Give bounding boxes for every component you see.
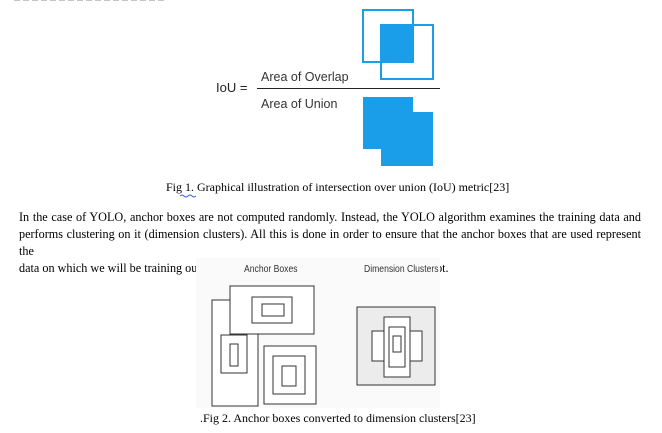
top-cutoff-text: [14, 0, 174, 2]
figure-2-caption: .Fig 2. Anchor boxes converted to dimens…: [200, 411, 476, 425]
square-box-core: [281, 365, 297, 387]
dimension-clusters-diagram: [356, 306, 436, 386]
cluster-core: [392, 335, 402, 353]
wide-box-inner: [251, 296, 293, 324]
tall-box-core: [229, 343, 239, 367]
wide-box-core: [261, 303, 285, 317]
anchor-boxes-diagram: [211, 285, 317, 407]
overlap-box-1: [362, 9, 414, 63]
square-box: [263, 345, 317, 405]
overlap-region: [382, 26, 412, 61]
figure-1-caption: Fig 1. Graphical illustration of interse…: [166, 180, 509, 198]
overlap-box-2: [380, 24, 434, 80]
union-region: [363, 97, 433, 166]
fraction-bar: [257, 88, 440, 89]
numerator-label: Area of Overlap: [261, 70, 349, 84]
denominator-label: Area of Union: [261, 97, 338, 111]
iou-label: IoU =: [216, 80, 248, 95]
paragraph-line-1: In the case of YOLO, anchor boxes are no…: [19, 210, 641, 224]
square-box-inner: [272, 355, 306, 395]
spellcheck-squiggle: [180, 194, 196, 198]
tall-box-inner: [220, 334, 248, 374]
wide-box: [229, 285, 315, 335]
dimension-clusters-label: Dimension Clusters: [364, 264, 439, 275]
overlap-diagram: [362, 9, 434, 80]
anchor-boxes-label: Anchor Boxes: [244, 264, 298, 275]
figure-2: Anchor Boxes Dimension Clusters .Fig 2. …: [0, 258, 662, 433]
union-diagram: [363, 97, 433, 166]
figure-1: IoU = Area of Overlap Area of Union Fig …: [0, 0, 662, 198]
paragraph-line-2: performs clustering on it (dimension clu…: [19, 227, 641, 258]
